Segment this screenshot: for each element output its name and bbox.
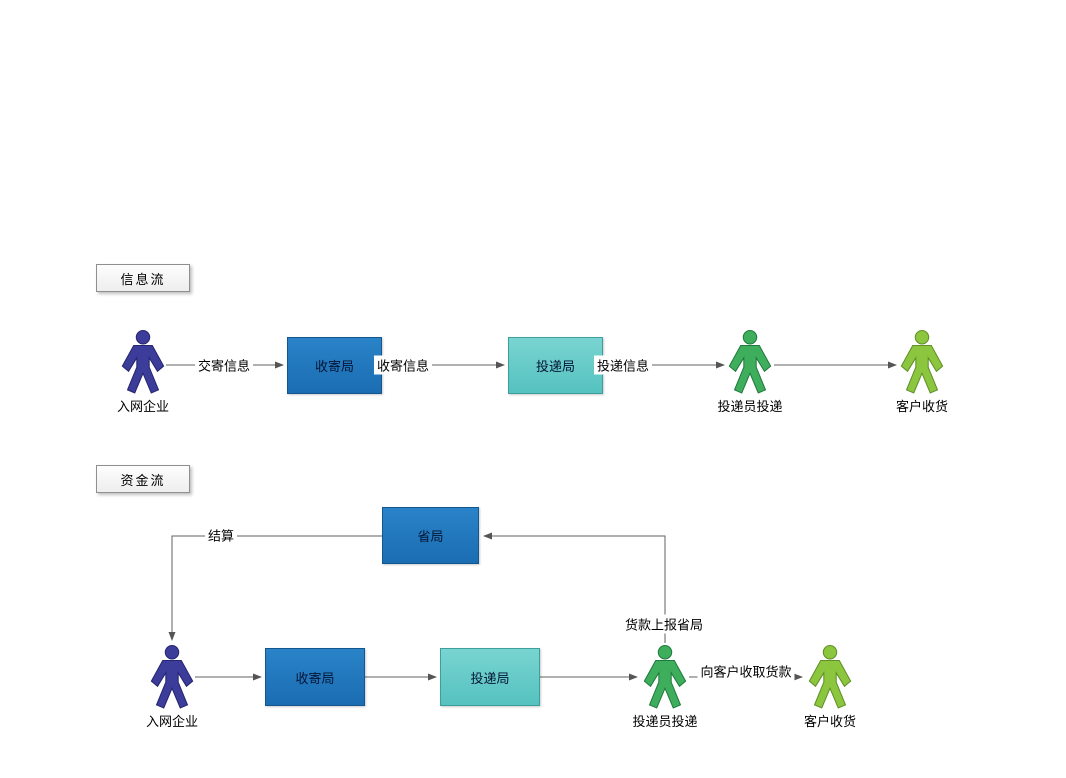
actor-courier-fund: 投递员投递 <box>632 645 698 729</box>
edge-label-collect-payment: 向客户收取货款 <box>697 661 795 681</box>
edge-label-submit-info: 交寄信息 <box>194 355 254 375</box>
node-delivery-office-fund: 投递局 <box>440 648 540 706</box>
node-label: 投递局 <box>535 359 575 374</box>
actor-label: 投递员投递 <box>632 714 698 729</box>
edge-report-payment-line <box>483 532 666 643</box>
actor-courier-info: 投递员投递 <box>717 330 783 414</box>
node-collect-office-info: 收寄局 <box>287 337 382 394</box>
edge-label-report-payment: 货款上报省局 <box>621 614 707 634</box>
actor-customer-info: 客户收货 <box>896 330 948 414</box>
node-label: 省局 <box>417 529 444 544</box>
edge-label-settlement: 结算 <box>204 525 238 545</box>
node-collect-office-fund: 收寄局 <box>265 648 365 706</box>
person-icon <box>643 645 687 709</box>
person-icon <box>900 330 944 394</box>
actor-enterprise-info: 入网企业 <box>117 330 169 414</box>
person-icon <box>728 330 772 394</box>
node-label: 收寄局 <box>295 670 335 686</box>
person-icon <box>808 645 852 709</box>
node-provincial-office-fund: 省局 <box>382 507 479 564</box>
node-label: 投递局 <box>470 670 510 686</box>
edge-label-delivery-info: 投递信息 <box>593 355 653 375</box>
edge-settlement-line <box>168 535 382 641</box>
info-flow-tag-label: 信息流 <box>120 271 166 287</box>
actor-enterprise-fund: 入网企业 <box>146 645 198 729</box>
node-label: 收寄局 <box>314 359 354 374</box>
actor-customer-fund: 客户收货 <box>804 645 856 729</box>
fund-flow-tag: 资金流 <box>96 465 190 493</box>
actor-label: 入网企业 <box>145 714 199 729</box>
actor-label: 客户收货 <box>895 399 949 414</box>
actor-label: 入网企业 <box>116 399 170 414</box>
person-icon <box>121 330 165 394</box>
info-flow-tag: 信息流 <box>96 264 190 292</box>
node-delivery-office-info: 投递局 <box>508 337 603 394</box>
fund-flow-tag-label: 资金流 <box>120 472 166 488</box>
edge-label-collect-info: 收寄信息 <box>373 355 433 375</box>
person-icon <box>150 645 194 709</box>
actor-label: 投递员投递 <box>717 399 783 414</box>
actor-label: 客户收货 <box>803 714 857 729</box>
